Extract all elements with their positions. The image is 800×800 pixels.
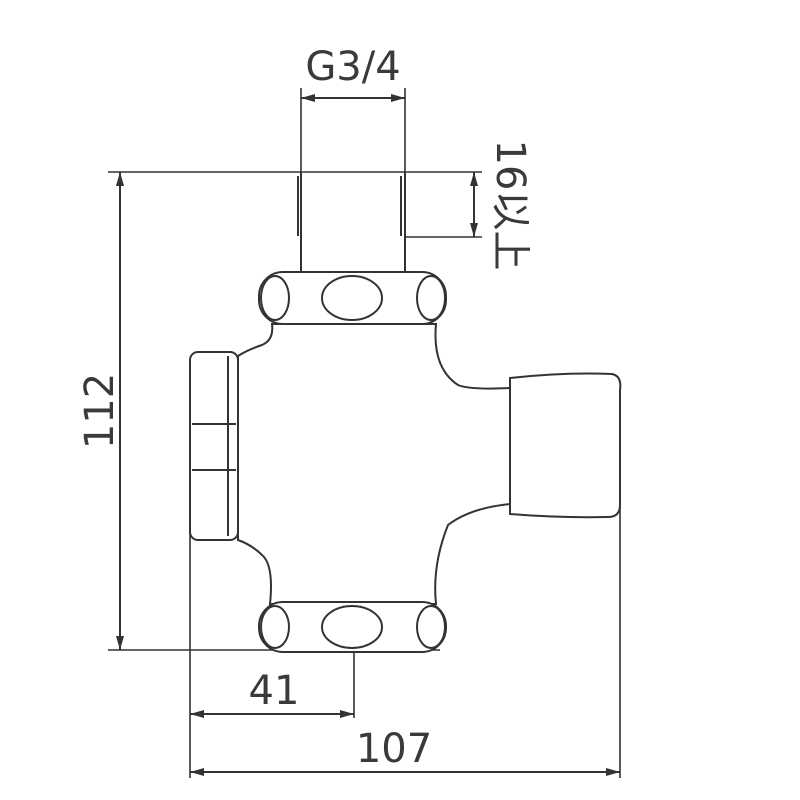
bottom-hex-nut (258, 601, 447, 653)
threaded-inlet (297, 172, 406, 272)
width-label: 107 (356, 726, 432, 772)
offset-label: 41 (249, 668, 300, 714)
dimension-thread: G3/4 (301, 44, 405, 102)
dimension-height: 112 (77, 172, 124, 650)
dimension-width: 107 (190, 726, 620, 776)
min-length-label: 16以上 (487, 140, 533, 271)
dimension-offset: 41 (190, 668, 354, 718)
push-button-handle (509, 372, 622, 519)
height-label: 112 (77, 373, 123, 449)
central-body (237, 323, 511, 605)
left-hex-nut (189, 351, 239, 541)
dimension-min-length: 16以上 (470, 140, 533, 271)
valve-body (189, 172, 622, 653)
top-hex-nut (258, 271, 447, 325)
thread-label: G3/4 (305, 44, 400, 90)
